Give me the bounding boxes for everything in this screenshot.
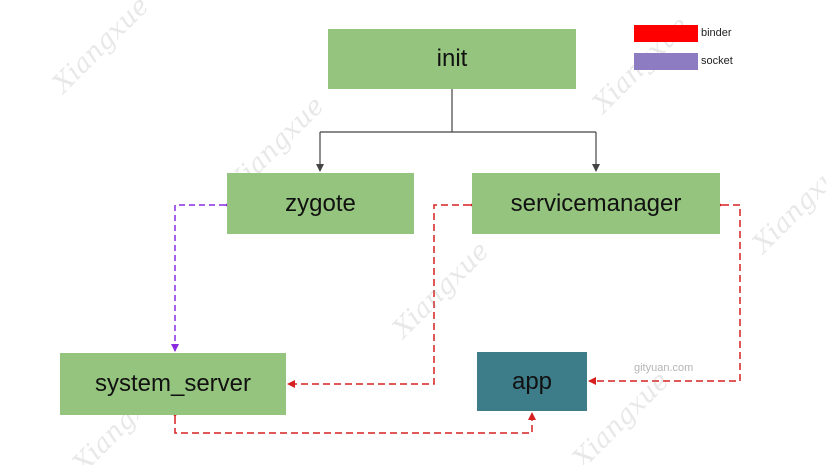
node-zygote: zygote	[227, 173, 414, 234]
credit-text: gityuan.com	[634, 362, 694, 374]
node-servicemanager: servicemanager	[472, 173, 720, 234]
legend-binder-label: binder	[701, 27, 732, 39]
node-app: app	[477, 352, 587, 411]
binder-systemserver-app-line	[171, 410, 536, 434]
legend-socket-swatch	[634, 53, 698, 70]
legend-binder-swatch	[634, 25, 698, 42]
socket-zygote-systemserver-line	[171, 201, 232, 352]
node-init-label: init	[436, 45, 468, 72]
binder-systemserver-servicemanager-line	[287, 201, 477, 388]
node-servicemanager-label: servicemanager	[510, 189, 682, 217]
node-system-server: system_server	[60, 353, 286, 415]
node-zygote-label: zygote	[285, 189, 356, 217]
binder-app-servicemanager-line	[588, 201, 741, 385]
node-system-server-label: system_server	[94, 370, 252, 397]
node-app-label: app	[511, 367, 553, 395]
node-init: init	[328, 29, 576, 89]
legend-socket-label: socket	[701, 55, 733, 67]
